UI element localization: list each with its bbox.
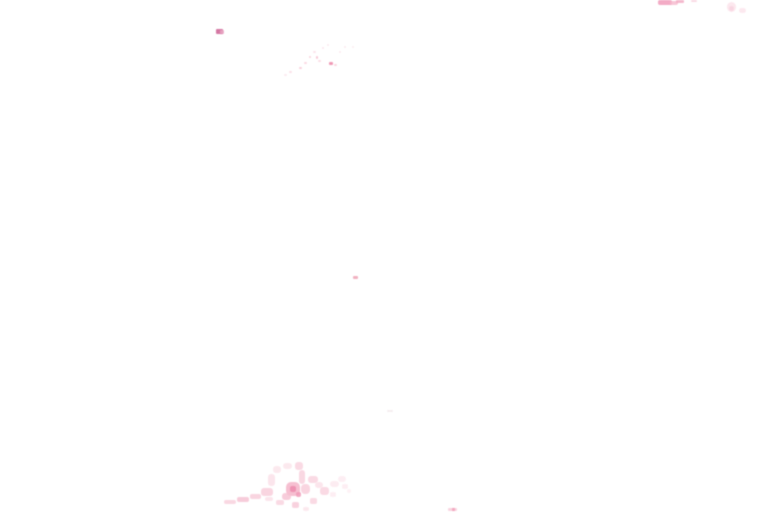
pink-speckle bbox=[344, 46, 346, 48]
pink-smudge-bottomedge bbox=[448, 508, 457, 511]
pink-blob-topright-small bbox=[739, 8, 746, 13]
pink-smudge-topedge bbox=[670, 1, 678, 5]
pink-scribble-blob bbox=[273, 466, 281, 473]
pink-scribble-blob bbox=[224, 500, 236, 504]
pink-blob-topright bbox=[727, 2, 736, 12]
pink-scribble-blob bbox=[308, 476, 318, 483]
pink-scribble-blob bbox=[330, 481, 339, 487]
pink-speckle bbox=[318, 60, 321, 62]
pink-dash-topleft-halo bbox=[220, 30, 224, 34]
pink-smudge-topedge bbox=[676, 0, 684, 3]
pink-scribble-blob bbox=[310, 498, 317, 504]
pink-speckle bbox=[304, 62, 307, 64]
pink-speckle bbox=[339, 51, 341, 53]
pink-scribble-blob bbox=[315, 482, 323, 488]
pink-speckle bbox=[309, 56, 311, 58]
pink-smudge-bottomedge-dot bbox=[452, 508, 455, 511]
pink-blob-topright-core bbox=[729, 6, 734, 11]
pink-speckle bbox=[289, 71, 292, 73]
pink-scribble-blob bbox=[250, 494, 261, 499]
pink-scribble-blob bbox=[295, 462, 303, 470]
pink-scribble-blob bbox=[299, 470, 305, 484]
pink-scribble-blob bbox=[301, 484, 310, 494]
pink-scribble-blob bbox=[276, 500, 284, 505]
pink-speckle bbox=[327, 44, 329, 46]
pink-scribble-core-dark bbox=[296, 492, 301, 497]
pink-scribble-blob bbox=[303, 507, 309, 511]
faint-dash-midright bbox=[387, 410, 393, 412]
pink-scribble-blob bbox=[261, 488, 273, 496]
pink-smudge-topedge bbox=[658, 0, 672, 5]
pink-scribble-blob bbox=[292, 502, 299, 508]
pink-smudge-topedge bbox=[691, 0, 697, 2]
pink-speckle bbox=[352, 46, 354, 48]
pink-scribble-blob bbox=[268, 474, 275, 486]
pink-scribble-blob bbox=[237, 497, 249, 502]
pink-dash-center bbox=[353, 276, 358, 279]
pink-scribble-blob bbox=[347, 489, 351, 493]
pink-speckle bbox=[322, 47, 324, 49]
pink-scribble-core bbox=[286, 482, 300, 496]
pink-speckle-dark bbox=[329, 62, 333, 65]
pink-scribble-blob bbox=[342, 484, 348, 489]
pink-speckle bbox=[313, 51, 316, 53]
pink-scribble-blob bbox=[265, 497, 273, 501]
pink-speckle bbox=[316, 56, 318, 59]
pink-speckle bbox=[334, 64, 337, 66]
pink-scribble-blob bbox=[330, 492, 336, 497]
pink-scribble-blob bbox=[283, 463, 292, 469]
pink-speckle bbox=[284, 74, 287, 76]
pink-scribble-blob bbox=[320, 487, 329, 495]
pink-dash-topleft bbox=[216, 29, 223, 34]
pink-scribble-blob bbox=[282, 493, 291, 500]
pink-scribble-blob bbox=[338, 476, 346, 482]
pink-speckle bbox=[299, 67, 302, 69]
pink-scribble-core-dark bbox=[290, 486, 296, 492]
